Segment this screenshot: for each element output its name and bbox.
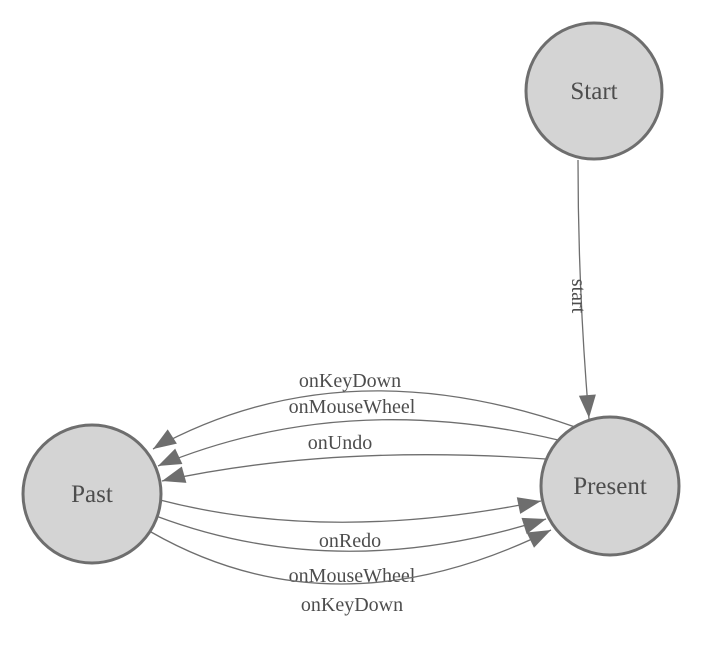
arrowhead-icon xyxy=(153,429,177,449)
state-node-present[interactable]: Present xyxy=(539,415,681,557)
edge-past-to-present-onmousewheel[interactable]: onMouseWheel xyxy=(155,515,547,587)
edge-curve xyxy=(155,515,547,552)
edge-label-onkeydown-bottom: onKeyDown xyxy=(301,594,403,616)
edge-start-to-present[interactable]: start xyxy=(567,159,596,420)
node-label-past: Past xyxy=(71,481,113,508)
edge-present-to-past-onmousewheel[interactable]: onMouseWheel xyxy=(157,396,559,467)
arrowhead-icon xyxy=(526,530,551,548)
arrowhead-icon xyxy=(516,497,541,514)
edge-label-onkeydown: onKeyDown xyxy=(299,370,401,392)
node-circle xyxy=(524,21,664,161)
arrowhead-icon xyxy=(162,466,187,483)
edge-curve xyxy=(159,499,542,523)
edge-present-to-past-onkeydown[interactable]: onKeyDown xyxy=(152,370,576,450)
edge-past-to-present-onkeydown[interactable]: onKeyDown xyxy=(150,529,552,616)
state-node-start[interactable]: Start xyxy=(524,21,664,161)
node-circle xyxy=(21,423,163,565)
edge-curve xyxy=(161,454,547,482)
arrowhead-icon xyxy=(521,517,546,535)
edge-curve xyxy=(150,529,552,585)
arrowhead-icon xyxy=(158,448,183,466)
node-label-present: Present xyxy=(573,473,647,500)
edge-label-onredo: onRedo xyxy=(319,530,381,552)
edge-label-onundo: onUndo xyxy=(308,432,372,454)
edge-curve xyxy=(152,390,576,450)
edge-present-to-past-onundo[interactable]: onUndo xyxy=(161,432,547,483)
node-label-start: Start xyxy=(570,78,617,105)
edge-curve xyxy=(157,419,559,467)
edge-label-onmousewheel: onMouseWheel xyxy=(289,396,416,418)
edge-curve xyxy=(577,159,590,420)
edge-label-start: start xyxy=(567,279,589,314)
state-node-past[interactable]: Past xyxy=(21,423,163,565)
node-circle xyxy=(539,415,681,557)
edge-past-to-present-onredo[interactable]: onRedo xyxy=(159,497,542,552)
arrowhead-icon xyxy=(578,394,596,418)
